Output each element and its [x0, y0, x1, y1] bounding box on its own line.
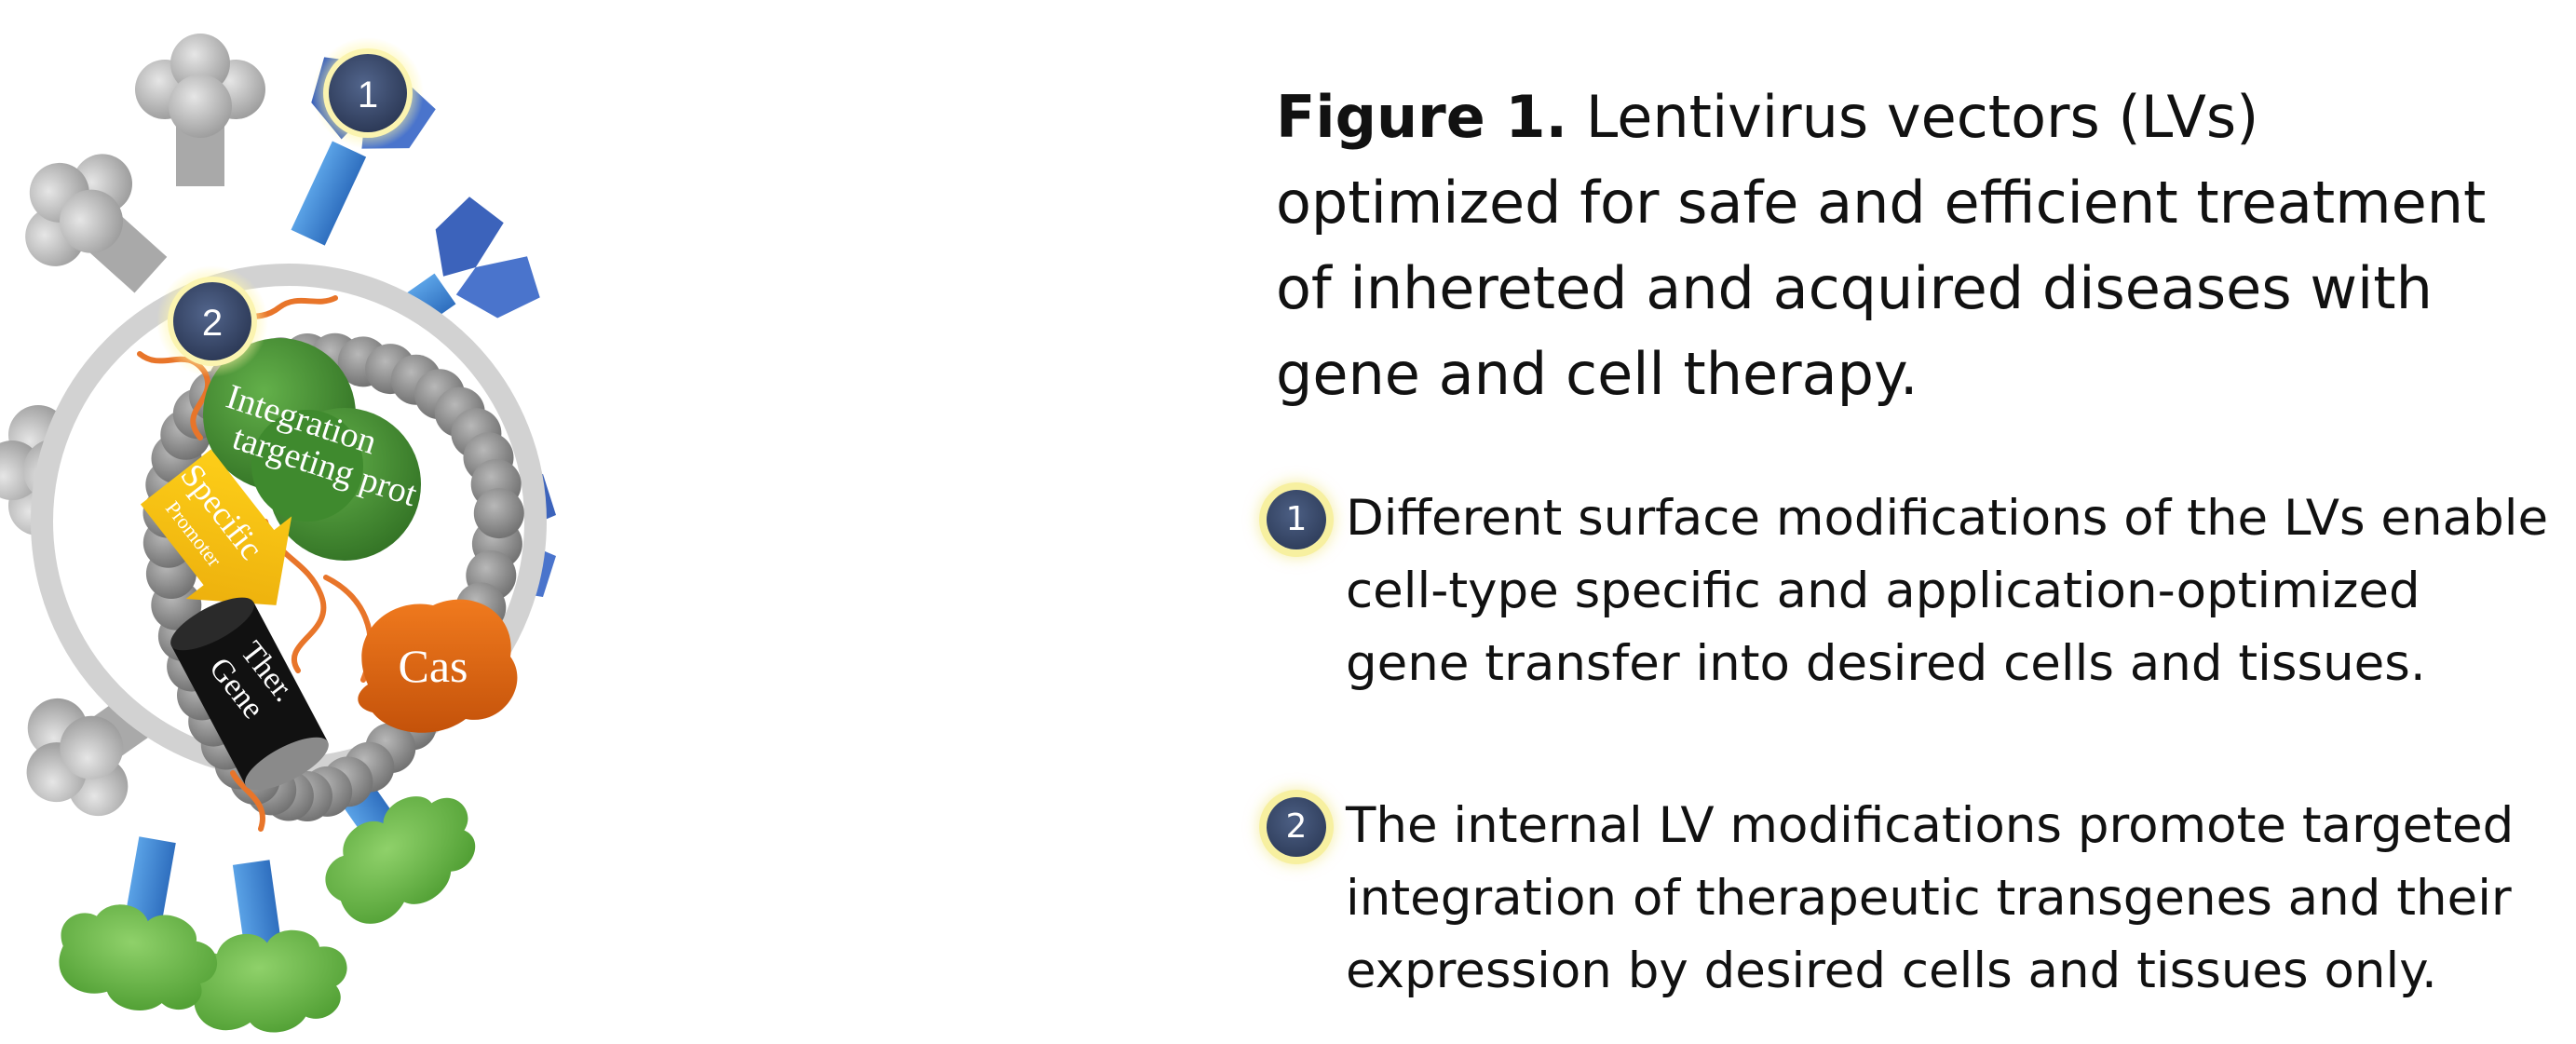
- badge-1: 1: [312, 37, 424, 149]
- lentivirus-diagram: Integration targeting prot Specific Prom…: [0, 34, 556, 1044]
- point-2-badge: 2: [1267, 797, 1326, 857]
- point-2: 2 The internal LV modifications promote …: [1267, 790, 2552, 1008]
- point-2-text: The internal LV modifications promote ta…: [1346, 797, 2515, 999]
- point-1: 1 Different surface modifications of the…: [1267, 482, 2552, 700]
- integration-targeting-protein: Integration targeting prot: [203, 338, 422, 561]
- surface-knob-top: [135, 34, 265, 186]
- capsid-bead: [473, 488, 524, 539]
- figure-title-text: Lentivirus vectors (LVs) optimized for s…: [1276, 83, 2487, 408]
- cas-protein: Cas: [358, 599, 518, 733]
- point-1-text: Different surface modifications of the L…: [1346, 490, 2549, 692]
- cas-label: Cas: [399, 640, 468, 692]
- badge-2: 2: [156, 265, 268, 377]
- figure-label: Figure 1.: [1276, 83, 1568, 151]
- point-1-badge: 1: [1267, 490, 1326, 549]
- badge-2-number: 2: [202, 303, 223, 344]
- figure-caption: Figure 1. Lentivirus vectors (LVs) optim…: [1267, 75, 2552, 1008]
- figure-title: Figure 1. Lentivirus vectors (LVs) optim…: [1276, 75, 2552, 417]
- badge-1-number: 1: [358, 75, 378, 115]
